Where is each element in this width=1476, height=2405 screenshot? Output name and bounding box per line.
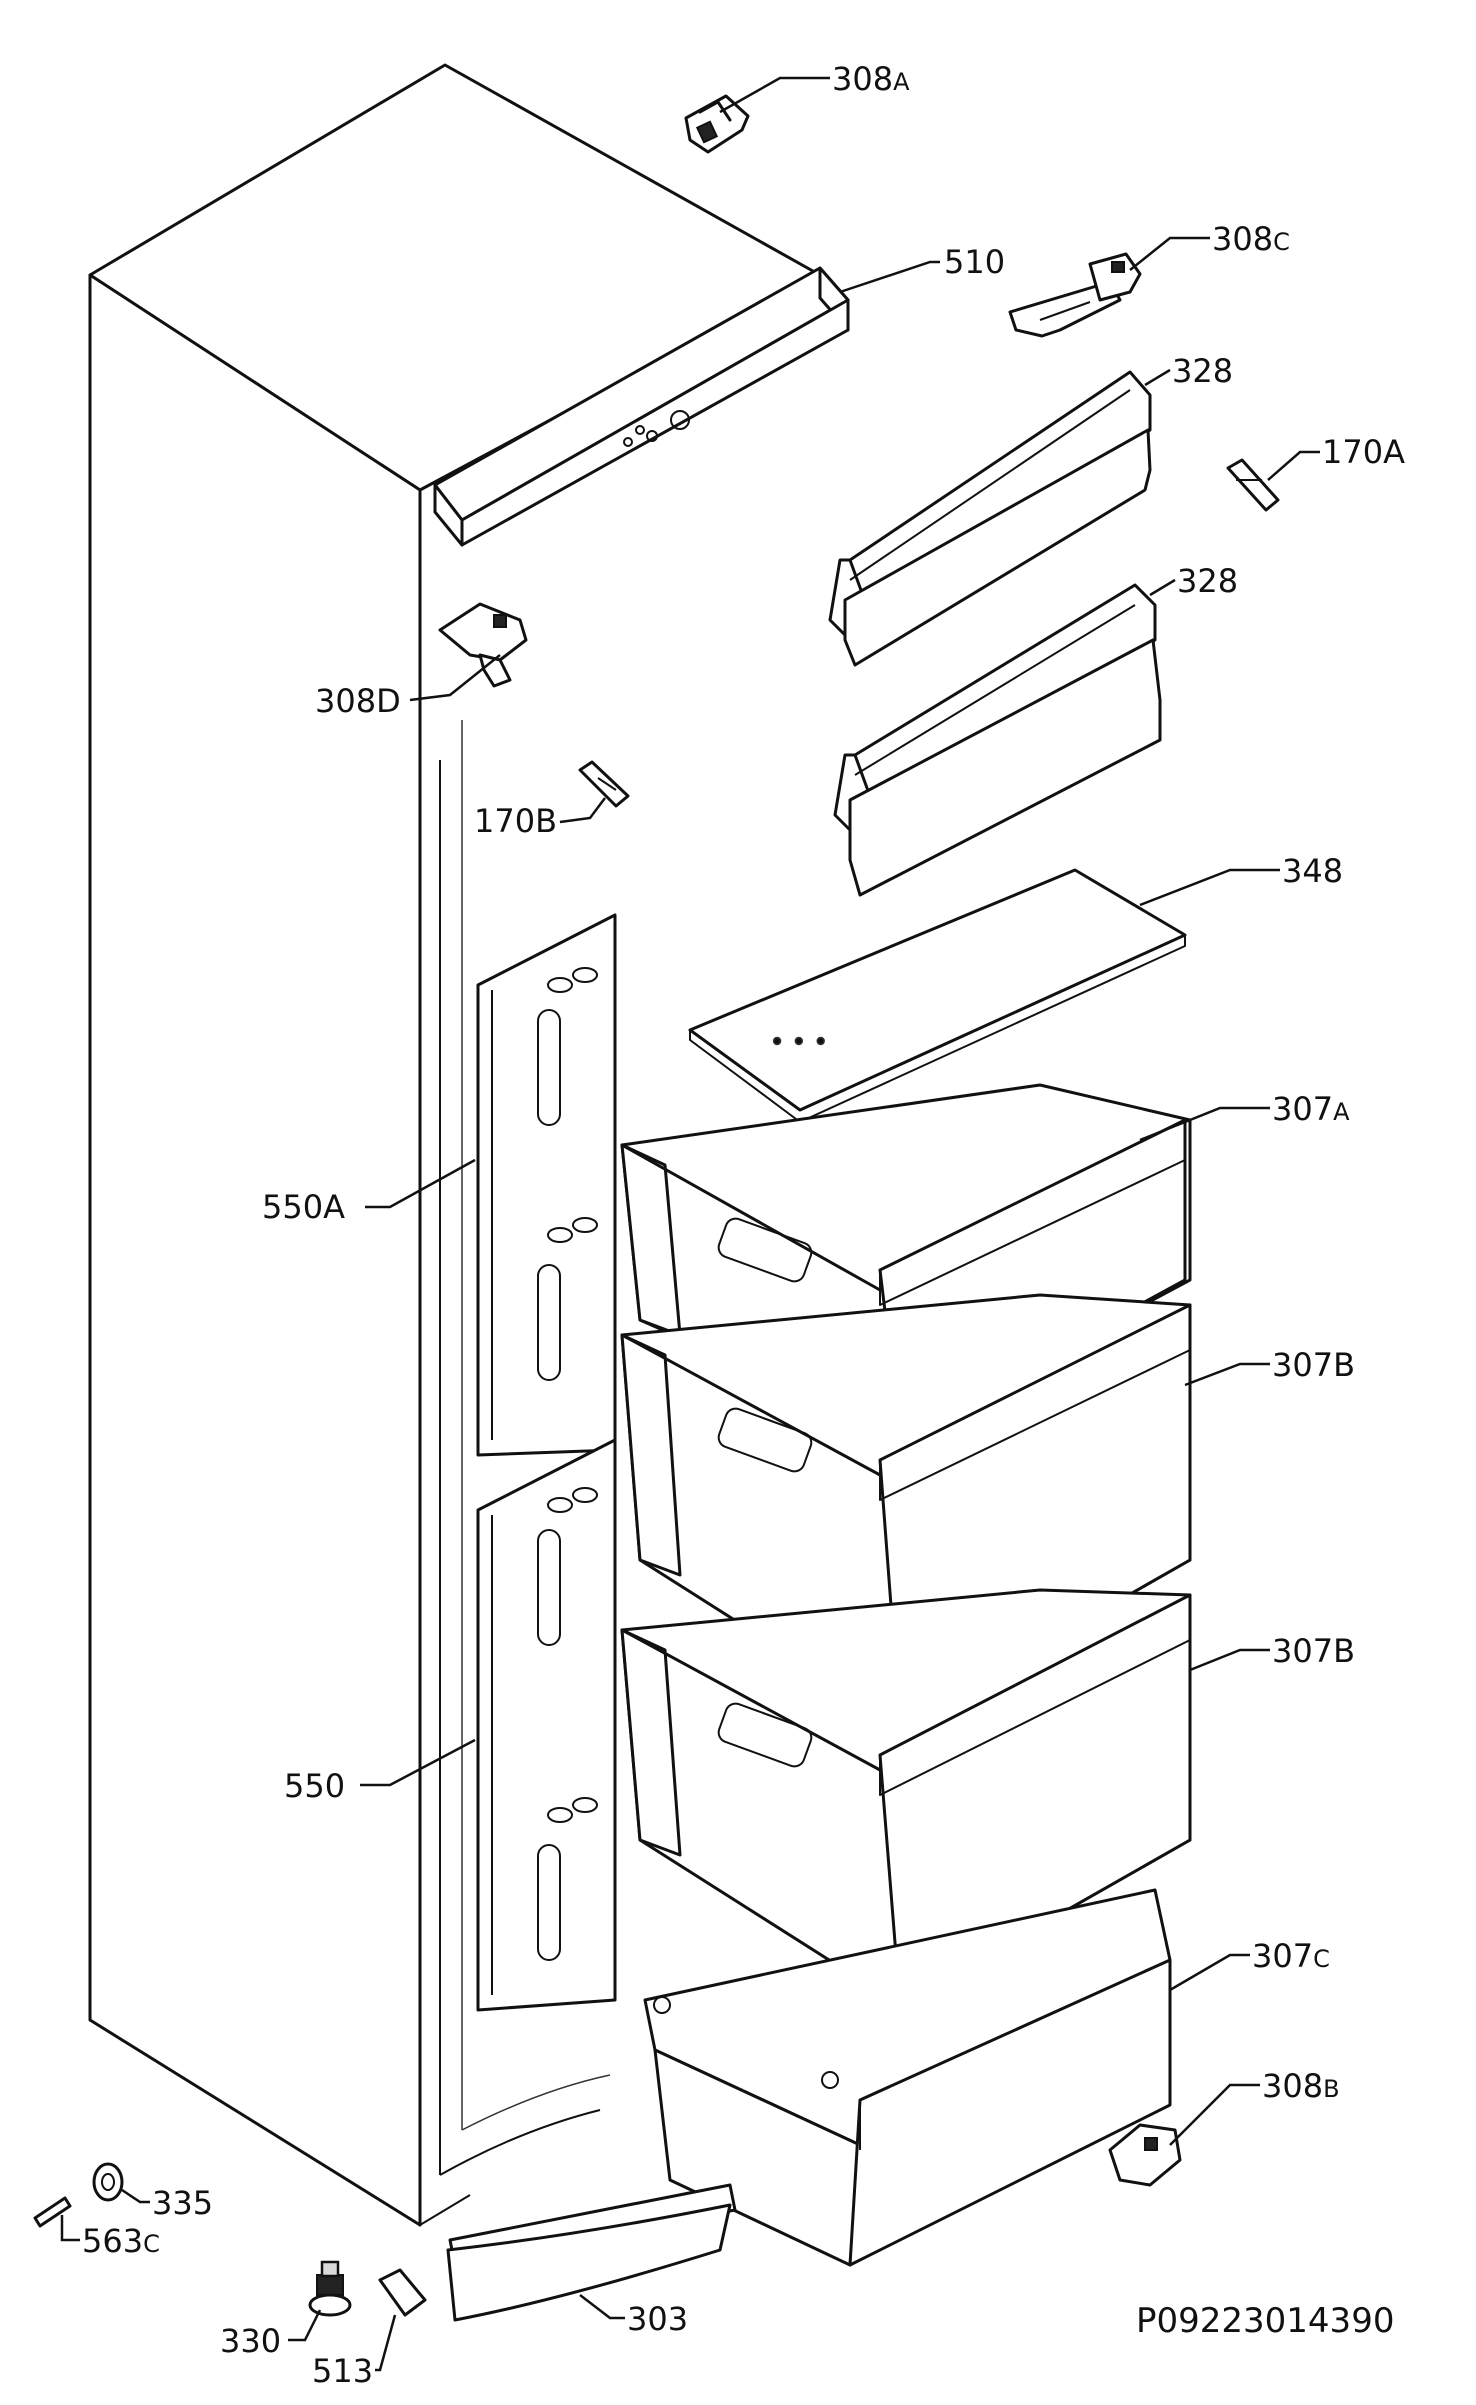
label-550a: 550A <box>262 1188 345 1226</box>
shelf-front-lower <box>833 583 1162 897</box>
label-513: 513 <box>312 2352 373 2390</box>
door-flap-550 <box>476 1438 617 2012</box>
label-307b-middle: 307B <box>1272 1346 1355 1384</box>
label-170a: 170A <box>1322 433 1405 471</box>
label-510: 510 <box>944 243 1005 281</box>
label-308c: 308C <box>1212 220 1290 258</box>
plinth-303 <box>446 2183 737 2322</box>
label-307a: 307A <box>1272 1090 1350 1128</box>
hinge-308b <box>1108 2123 1182 2187</box>
label-335: 335 <box>152 2184 213 2222</box>
bracket-513 <box>378 2268 427 2317</box>
label-303: 303 <box>627 2300 688 2338</box>
label-328-lower: 328 <box>1177 562 1238 600</box>
drawing-code: P09223014390 <box>1136 2301 1394 2341</box>
svg-text:• • •: • • • <box>770 1028 828 1056</box>
adjustable-foot-330 <box>308 2260 352 2317</box>
label-307b-lower: 307B <box>1272 1632 1355 1670</box>
label-308a: 308A <box>832 60 910 98</box>
shelf-front-upper <box>828 370 1152 667</box>
label-308b: 308B <box>1262 2067 1340 2105</box>
label-563c: 563C <box>82 2222 160 2260</box>
label-330: 330 <box>220 2322 281 2360</box>
door-flap-550a <box>476 913 617 1457</box>
cabinet-body <box>88 63 822 2227</box>
label-307c: 307C <box>1252 1937 1330 1975</box>
label-550: 550 <box>284 1767 345 1805</box>
clip-170b <box>578 760 630 808</box>
hinge-308a <box>684 94 750 154</box>
leader-lines <box>60 76 1320 2372</box>
control-panel <box>433 266 850 547</box>
label-308d: 308D <box>315 682 401 720</box>
foot-cap-335 <box>92 2162 124 2202</box>
part-labels: 308A 510 308C 328 170A 328 308D 170B 348… <box>82 60 1405 2390</box>
drawer-307c <box>643 1888 1172 2267</box>
hinge-308c <box>1008 252 1142 338</box>
glass-shelf: • • • <box>688 868 1187 1123</box>
pin-563c <box>33 2196 72 2228</box>
drawer-307b-lower <box>620 1588 1192 2007</box>
label-328-upper: 328 <box>1172 352 1233 390</box>
label-170b: 170B <box>474 802 557 840</box>
label-348: 348 <box>1282 852 1343 890</box>
hinge-308d <box>438 602 528 688</box>
clip-170a <box>1226 458 1280 512</box>
